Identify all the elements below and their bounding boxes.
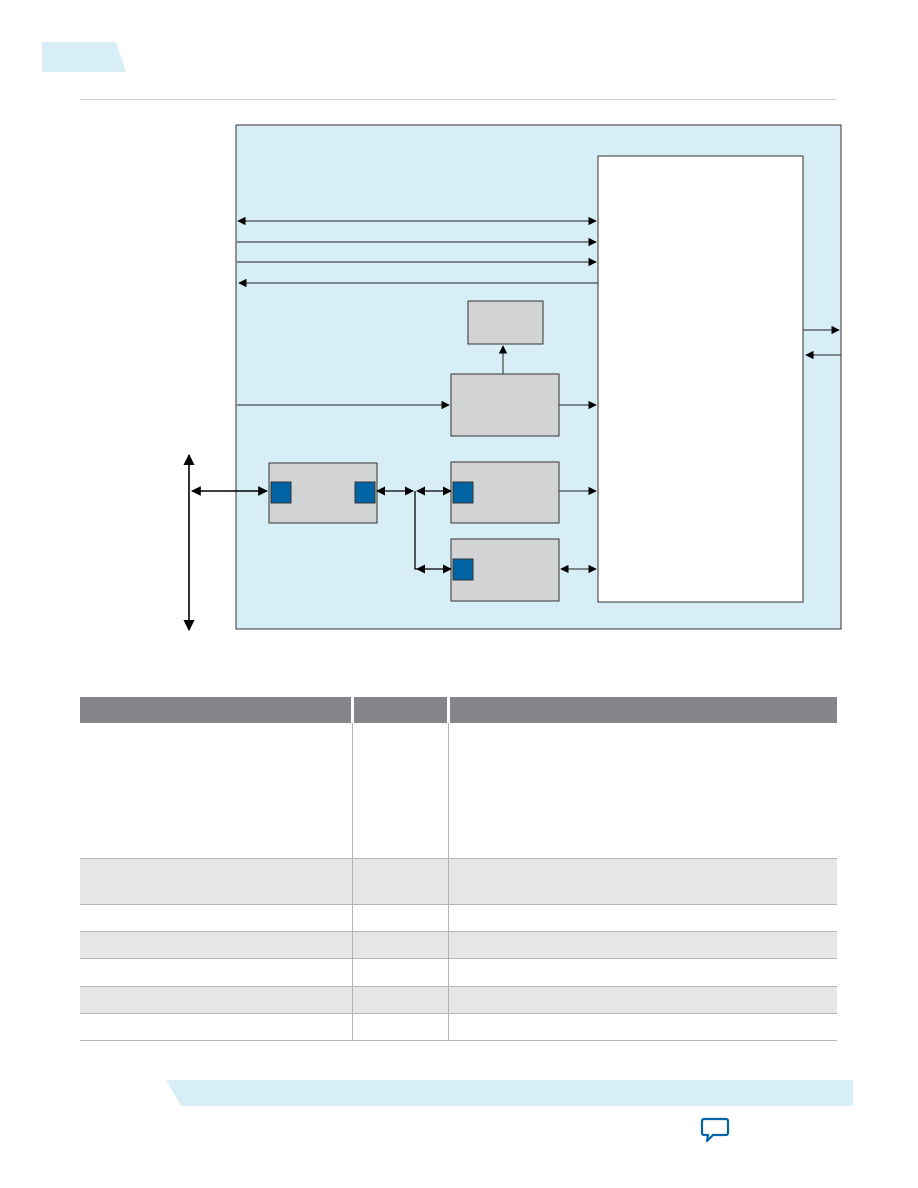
table-cell [352,904,449,932]
table-cell [448,723,837,859]
table-cell [352,958,449,987]
table-header-cell [448,697,837,723]
header-tab [42,42,126,72]
table-cell [352,858,449,905]
middle-block [450,373,560,437]
table-cell [448,1013,837,1041]
table-cell [352,723,449,859]
main-block [597,155,804,603]
small-block [467,300,544,345]
table-cell [352,931,449,959]
spec-table [80,697,837,1041]
table-row [80,723,837,859]
table-header-cell [352,697,450,723]
table-cell [448,904,837,932]
table-row [80,958,837,987]
table-cell [80,904,353,932]
table-row [80,904,837,932]
bridge-port-left [270,481,292,504]
lower-block-upper-port [452,481,474,504]
top-signal-lines [237,216,598,288]
table-row [80,1013,837,1041]
block-diagram [183,124,842,632]
table-cell [448,858,837,905]
table-header-cell [80,697,354,723]
lower-block-lower-port [452,558,474,581]
header-rule [80,99,837,100]
table-cell [80,958,353,987]
table-cell [352,1013,449,1041]
feedback-speech-bubble-icon[interactable] [700,1117,730,1143]
table-cell [448,958,837,987]
table-row [80,986,837,1014]
table-cell [80,858,353,905]
table-cell [352,986,449,1014]
table-header-row [80,697,837,723]
footer-band [166,1080,853,1106]
table-cell [80,986,353,1014]
table-row [80,931,837,959]
table-cell [80,1013,353,1041]
right-signal-lines [803,325,841,360]
table-cell [448,931,837,959]
table-cell [80,931,353,959]
table-cell [80,723,353,859]
table-row [80,858,837,905]
bridge-port-right [354,481,376,504]
table-cell [448,986,837,1014]
